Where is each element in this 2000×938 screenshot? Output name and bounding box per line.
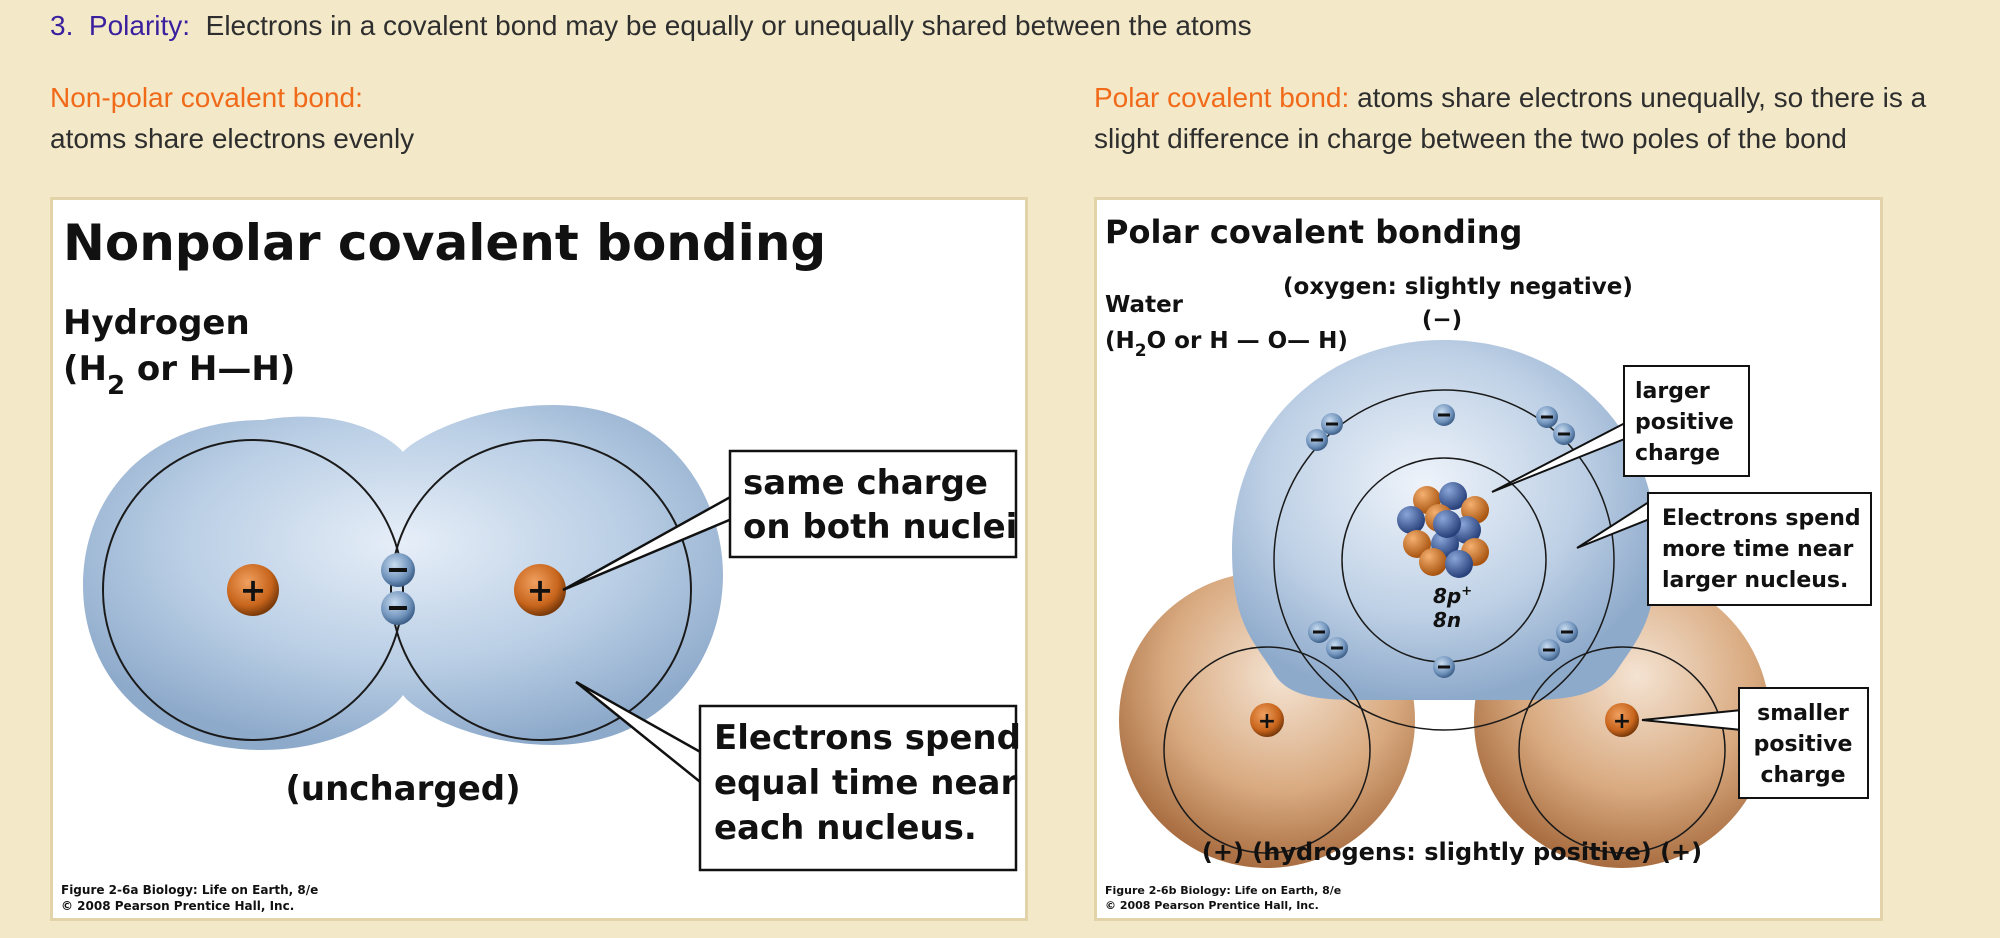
callout-box-larger xyxy=(1623,365,1750,477)
oxygen-sign: (−) xyxy=(1422,307,1462,333)
oxygen-electron-signs xyxy=(1311,413,1573,669)
water-formula: (H2O or H — O— H) xyxy=(1105,328,1348,361)
nonpolar-title: Nonpolar covalent bonding xyxy=(63,214,826,272)
svg-text:+: + xyxy=(240,571,267,609)
callout-electrons-line1: Electrons spend xyxy=(1662,506,1861,531)
water-label: Water xyxy=(1105,292,1184,318)
nonpolar-figure: Nonpolar covalent bonding Hydrogen (H2 o… xyxy=(50,197,1028,921)
polar-diagram: Polar covalent bonding (oxygen: slightly… xyxy=(1105,213,1872,912)
proton-count: 8p+ xyxy=(1433,584,1472,608)
polar-term: Polar covalent bond: xyxy=(1094,82,1350,113)
nonpolar-term: Non-polar covalent bond: xyxy=(50,82,363,113)
electron-top xyxy=(381,553,415,587)
nucleus-right: + xyxy=(514,564,566,616)
callout-larger-line1: larger xyxy=(1635,379,1710,404)
hydrogen-charge-label: (+) (hydrogens: slightly positive) (+) xyxy=(1202,838,1702,866)
oxygen-label: (oxygen: slightly negative) xyxy=(1283,274,1633,300)
svg-text:+: + xyxy=(527,571,554,609)
polar-credit-line2: © 2008 Pearson Prentice Hall, Inc. xyxy=(1105,899,1319,912)
proton-count-sup: + xyxy=(1461,584,1472,599)
callout-electrons-line2: equal time near xyxy=(714,763,1017,803)
callout-electrons-line2: more time near xyxy=(1662,537,1853,562)
formula-open: (H xyxy=(63,349,107,389)
polar-definition-line1: Polar covalent bond: atoms share electro… xyxy=(1094,84,1926,112)
hydrogen-label: Hydrogen xyxy=(63,303,250,343)
polar-description-line2: slight difference in charge between the … xyxy=(1094,123,1847,154)
callout-larger-line3: charge xyxy=(1635,441,1720,466)
callout-charge-line1: same charge xyxy=(743,463,988,503)
nucleus-left: + xyxy=(227,564,279,616)
proton-count-text: 8p xyxy=(1433,584,1461,608)
heading-label: Polarity: xyxy=(88,10,191,41)
oxygen-nucleus xyxy=(1397,482,1489,578)
callout-electrons-line1: Electrons spend xyxy=(714,718,1021,758)
figure-credit-line1: Figure 2-6a Biology: Life on Earth, 8/e xyxy=(61,883,318,897)
orbital-left xyxy=(102,439,404,741)
callout-box-electrons xyxy=(698,704,1018,872)
hydrogen-formula: (H2 or H—H) xyxy=(63,349,295,401)
heading-text: Electrons in a covalent bond may be equa… xyxy=(205,10,1252,41)
callout-larger-line2: positive xyxy=(1635,410,1734,435)
orbital-right xyxy=(390,439,692,741)
callout-smaller-line3: charge xyxy=(1760,763,1845,788)
electron-bottom xyxy=(381,591,415,625)
formula-rest: or H—H) xyxy=(125,349,295,389)
hydrogen-nucleus-left: + xyxy=(1250,703,1284,737)
formula-subscript: 2 xyxy=(107,371,125,401)
callout-smaller-line2: positive xyxy=(1754,732,1853,757)
heading-number: 3. xyxy=(50,10,74,41)
callout-box-smaller xyxy=(1738,687,1869,799)
hydrogen-nucleus-right: + xyxy=(1605,703,1639,737)
callout-electrons-line3: each nucleus. xyxy=(714,808,977,848)
polar-description-line1: atoms share electrons unequally, so ther… xyxy=(1357,82,1927,113)
polar-figure: Polar covalent bonding (oxygen: slightly… xyxy=(1094,197,1883,921)
hydrogen-orbital-left xyxy=(1163,646,1371,854)
callout-smaller-line1: smaller xyxy=(1757,701,1849,726)
neutron-count: 8n xyxy=(1433,608,1461,632)
water-formula-rest: O or H — O— H) xyxy=(1147,328,1348,354)
callout-box-electrons xyxy=(1647,492,1872,606)
oxygen-outer-orbital xyxy=(1273,389,1615,731)
figure-credit-line2: © 2008 Pearson Prentice Hall, Inc. xyxy=(61,899,294,913)
callout-charge-line2: on both nuclei xyxy=(743,507,1017,547)
nonpolar-diagram: Nonpolar covalent bonding Hydrogen (H2 o… xyxy=(61,214,1021,913)
hydrogen-orbital-right xyxy=(1518,646,1726,854)
uncharged-label: (uncharged) xyxy=(285,769,520,809)
callout-box-charge xyxy=(728,449,1018,559)
svg-text:+: + xyxy=(1258,709,1276,734)
polar-credit-line1: Figure 2-6b Biology: Life on Earth, 8/e xyxy=(1105,884,1341,897)
svg-text:+: + xyxy=(1613,709,1631,734)
callout-electrons-line3: larger nucleus. xyxy=(1662,568,1848,593)
water-formula-open: (H xyxy=(1105,328,1135,354)
polar-title: Polar covalent bonding xyxy=(1105,213,1522,251)
water-formula-subscript: 2 xyxy=(1135,341,1147,361)
nonpolar-description: atoms share electrons evenly xyxy=(50,123,415,154)
section-heading: 3. Polarity: Electrons in a covalent bon… xyxy=(50,12,1252,40)
